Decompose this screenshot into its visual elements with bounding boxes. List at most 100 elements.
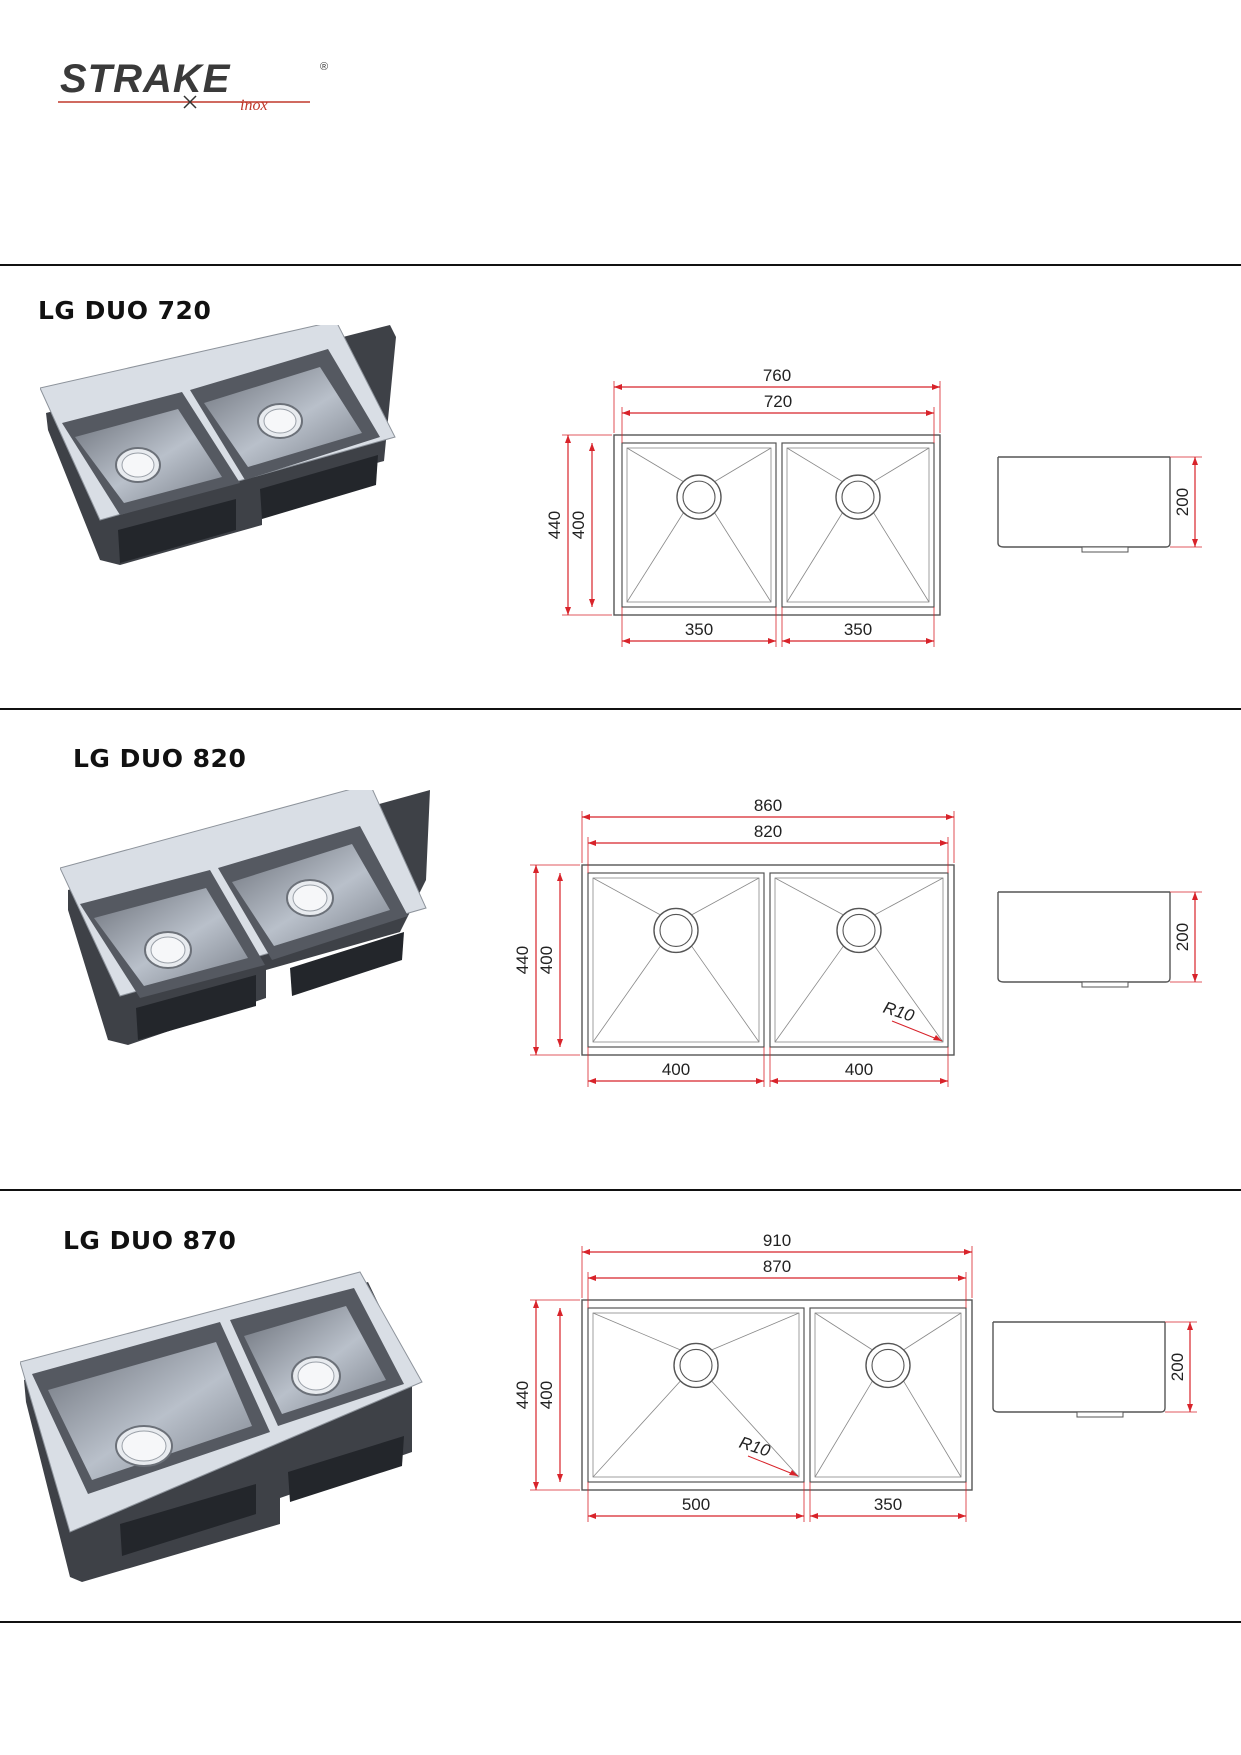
plan-bowl-inner-1 (592, 877, 760, 1043)
dim-inner-depth-arrow-end (589, 599, 595, 607)
radius-label: R10 (737, 1433, 773, 1461)
plan-bowl-slope-line (786, 447, 843, 483)
side-view-820: 200 (997, 891, 1202, 988)
dim-inner-width-arrow-start (588, 840, 596, 846)
dim-outer-depth-label: 440 (513, 1381, 532, 1409)
plan-bowl-1 (587, 1307, 805, 1483)
dim-inner-width-arrow-start (588, 1275, 596, 1281)
dim-bowl-height-arrow-start (1192, 892, 1198, 900)
side-bowl-outline (992, 1321, 1166, 1413)
sink-drain-cap-1 (150, 936, 186, 964)
plan-outer-frame (613, 434, 941, 616)
plan-bowl-slope-line (711, 1380, 800, 1478)
plan-bowl-slope-line (626, 512, 684, 603)
plan-bowl-slope-line (691, 877, 760, 916)
dim-inner-depth-arrow-start (589, 443, 595, 451)
plan-bowl-slope-line (774, 877, 844, 916)
plan-bowl-slope-line (874, 945, 944, 1043)
dim-bowl-height-label: 200 (1173, 488, 1192, 516)
dim-inner-depth-arrow-end (557, 1039, 563, 1047)
sink-side-panel-2 (290, 932, 404, 996)
plan-bowl-slope-line (714, 447, 772, 483)
radius-leader (891, 1020, 943, 1042)
side-drain-outlet (1081, 981, 1129, 988)
logo-cross-mark (183, 95, 197, 109)
plan-drain-inner-2 (871, 1348, 905, 1382)
plan-bowl-inner-1 (626, 447, 772, 603)
side-view-870: 200 (992, 1321, 1197, 1418)
dim-bowl-height-label: 200 (1168, 1353, 1187, 1381)
dim-bowl-2-arrow-start (782, 638, 790, 644)
plan-bowl-2 (809, 1307, 967, 1483)
plan-outer-frame (581, 864, 955, 1056)
side-bowl-outline (997, 891, 1171, 983)
dim-inner-depth-arrow-start (557, 873, 563, 881)
dim-inner-width-label: 720 (764, 392, 792, 411)
plan-bowl-inner-2 (814, 1312, 962, 1478)
dim-bowl-1-arrow-end (796, 1513, 804, 1519)
plan-bowl-slope-line (592, 945, 661, 1043)
dim-outer-width-arrow-end (964, 1249, 972, 1255)
dim-bowl-2-arrow-start (810, 1513, 818, 1519)
sink-render-870 (20, 1271, 423, 1582)
sink-drain-cap-2 (297, 1361, 335, 1391)
plan-drain-inner-2 (841, 480, 875, 514)
dim-outer-width-arrow-start (582, 814, 590, 820)
dim-outer-width-label: 760 (763, 366, 791, 385)
plan-bowl-slope-line (873, 447, 930, 483)
dim-bowl-1-arrow-start (588, 1078, 596, 1084)
sink-render-720 (40, 325, 396, 565)
dim-inner-width-arrow-end (926, 410, 934, 416)
plan-drain-inner-1 (682, 480, 716, 514)
dim-bowl-2-arrow-end (958, 1513, 966, 1519)
sink-drain-cap-2 (292, 884, 328, 912)
dim-inner-width-arrow-end (958, 1275, 966, 1281)
plan-bowl-1 (587, 872, 765, 1048)
plan-bowl-slope-line (903, 1380, 962, 1478)
dim-bowl-1-arrow-start (622, 638, 630, 644)
plan-bowl-slope-line (786, 512, 843, 603)
sink-side-panel-2 (260, 455, 378, 519)
plan-bowl-slope-line (814, 1312, 873, 1351)
sink-side-panel-2 (288, 1436, 404, 1502)
sink-side-panel-1 (136, 975, 256, 1040)
dim-inner-width-label: 820 (754, 822, 782, 841)
plan-bowl-2 (781, 442, 935, 608)
plan-bowl-slope-line (873, 512, 930, 603)
plan-drain-inner-2 (842, 913, 876, 947)
dim-bowl-2-label: 350 (844, 620, 872, 639)
plan-bowl-2 (769, 872, 949, 1048)
side-drain-outlet (1081, 546, 1129, 553)
dim-bowl-1-label: 500 (682, 1495, 710, 1514)
dim-outer-width-arrow-end (946, 814, 954, 820)
divider-2 (0, 708, 1241, 710)
plan-bowl-slope-line (592, 877, 661, 916)
plan-bowl-slope-line (774, 945, 844, 1043)
dim-outer-width-label: 910 (763, 1231, 791, 1250)
dim-bowl-height-arrow-start (1187, 1322, 1193, 1330)
sink-side-panel-1 (120, 1484, 256, 1556)
plan-bowl-slope-line (711, 1312, 800, 1351)
divider-4 (0, 1621, 1241, 1623)
dim-outer-depth-arrow-end (533, 1482, 539, 1490)
dim-inner-depth-label: 400 (537, 946, 556, 974)
sink-drain-cap-1 (121, 452, 155, 478)
plan-bowl-slope-line (691, 945, 760, 1043)
sink-drain-cap-2 (263, 408, 297, 434)
dim-bowl-height-arrow-end (1187, 1404, 1193, 1412)
dim-outer-width-label: 860 (754, 796, 782, 815)
dim-bowl-1-label: 400 (662, 1060, 690, 1079)
sink-render-820 (60, 790, 430, 1045)
sink-drain-cap-1 (121, 1430, 167, 1462)
dim-outer-depth-arrow-end (533, 1047, 539, 1055)
dim-bowl-2-label: 350 (874, 1495, 902, 1514)
radius-leader (747, 1455, 799, 1477)
plan-drain-inner-1 (679, 1348, 713, 1382)
product-title-870: LG DUO 870 (63, 1226, 237, 1255)
strake-logo: STRAKE ® inox (58, 57, 328, 114)
dim-inner-width-label: 870 (763, 1257, 791, 1276)
dim-inner-depth-label: 400 (537, 1381, 556, 1409)
divider-1 (0, 264, 1241, 266)
